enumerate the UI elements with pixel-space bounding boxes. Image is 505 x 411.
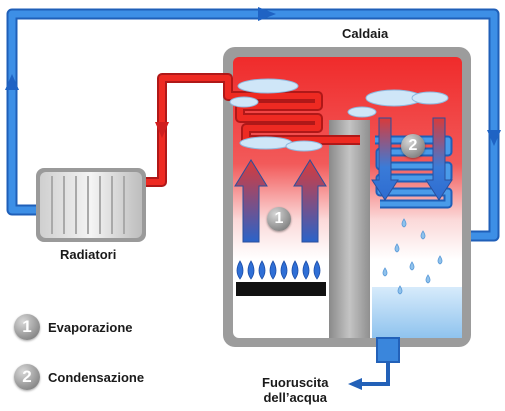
condensation-arrows bbox=[371, 117, 453, 201]
evaporation-arrows bbox=[234, 159, 327, 243]
step-badge-1: 1 bbox=[267, 207, 291, 231]
legend-label-condensation: Condensazione bbox=[48, 369, 145, 385]
radiator bbox=[36, 168, 146, 242]
steam-clouds bbox=[229, 78, 449, 152]
condenser-coil bbox=[375, 135, 453, 209]
legend-label-evaporation: Evaporazione bbox=[48, 319, 133, 335]
burner-flames bbox=[236, 260, 321, 280]
water-outlet-line-2: dell’acqua bbox=[263, 390, 328, 405]
boiler-label: Caldaia bbox=[342, 26, 389, 41]
condensed-water bbox=[372, 287, 462, 338]
water-outlet-label: Fuoruscita dell’acqua bbox=[262, 375, 328, 405]
flue-divider bbox=[329, 120, 370, 338]
radiators-label: Radiatori bbox=[60, 247, 117, 262]
step-badge-2: 2 bbox=[401, 134, 425, 158]
legend-item-evaporation: 1 Evaporazione bbox=[14, 314, 133, 340]
hot-supply-pipe bbox=[144, 73, 360, 187]
legend-badge-1: 1 bbox=[14, 314, 40, 340]
burner bbox=[236, 282, 326, 296]
water-droplets bbox=[382, 218, 443, 295]
water-outlet-line-1: Fuoruscita bbox=[262, 375, 329, 390]
drain-spout bbox=[348, 337, 400, 390]
legend-item-condensation: 2 Condensazione bbox=[14, 364, 144, 390]
legend-badge-2: 2 bbox=[14, 364, 40, 390]
